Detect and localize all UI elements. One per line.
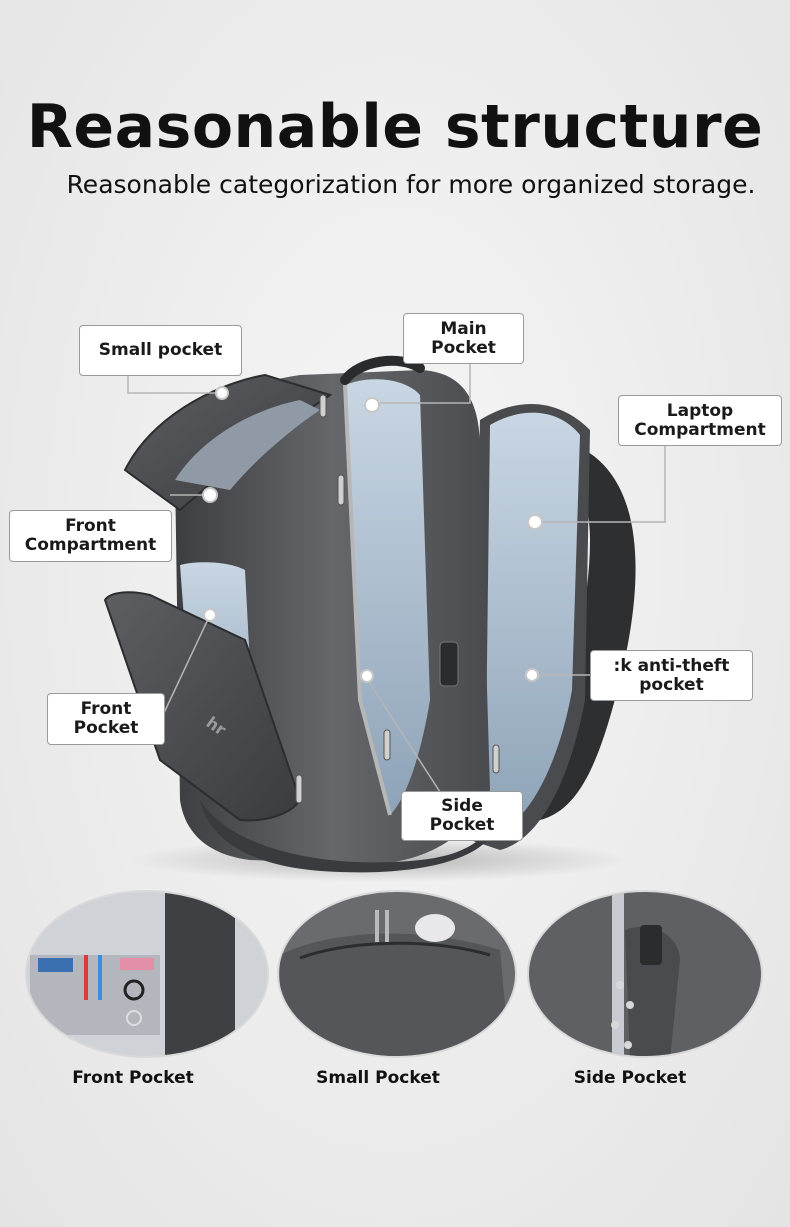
callout-main-pocket: Main Pocket bbox=[403, 313, 524, 364]
detail-label-front-pocket: Front Pocket bbox=[72, 1068, 194, 1088]
callout-leader-lines bbox=[127, 363, 666, 793]
backpack-base bbox=[200, 800, 500, 873]
callout-side-pocket: Side Pocket bbox=[401, 791, 523, 841]
callout-anti-theft-pocket: :k anti-theft pocket bbox=[590, 650, 753, 701]
detail-front-pocket-image bbox=[25, 890, 269, 1058]
detail-side-pocket-image bbox=[527, 890, 763, 1058]
detail-small-pocket-image bbox=[277, 890, 517, 1058]
usb-port-icon bbox=[439, 641, 459, 687]
laptop-lining bbox=[485, 412, 580, 830]
page-subtitle: Reasonable categorization for more organ… bbox=[66, 170, 756, 199]
top-handle bbox=[340, 355, 425, 385]
callout-front-pocket: Front Pocket bbox=[47, 693, 165, 745]
page-title: Reasonable structure bbox=[26, 92, 764, 162]
main-pocket-lining bbox=[345, 379, 430, 815]
callout-laptop-compartment: Laptop Compartment bbox=[618, 395, 782, 446]
detail-label-small-pocket: Small Pocket bbox=[316, 1068, 440, 1088]
zipper-pulls bbox=[295, 394, 500, 804]
callout-front-compartment: Front Compartment bbox=[9, 510, 172, 562]
small-pocket-lining bbox=[175, 400, 320, 490]
callout-small-pocket: Small pocket bbox=[79, 325, 242, 376]
callout-dots bbox=[202, 386, 543, 683]
detail-label-side-pocket: Side Pocket bbox=[573, 1068, 687, 1088]
